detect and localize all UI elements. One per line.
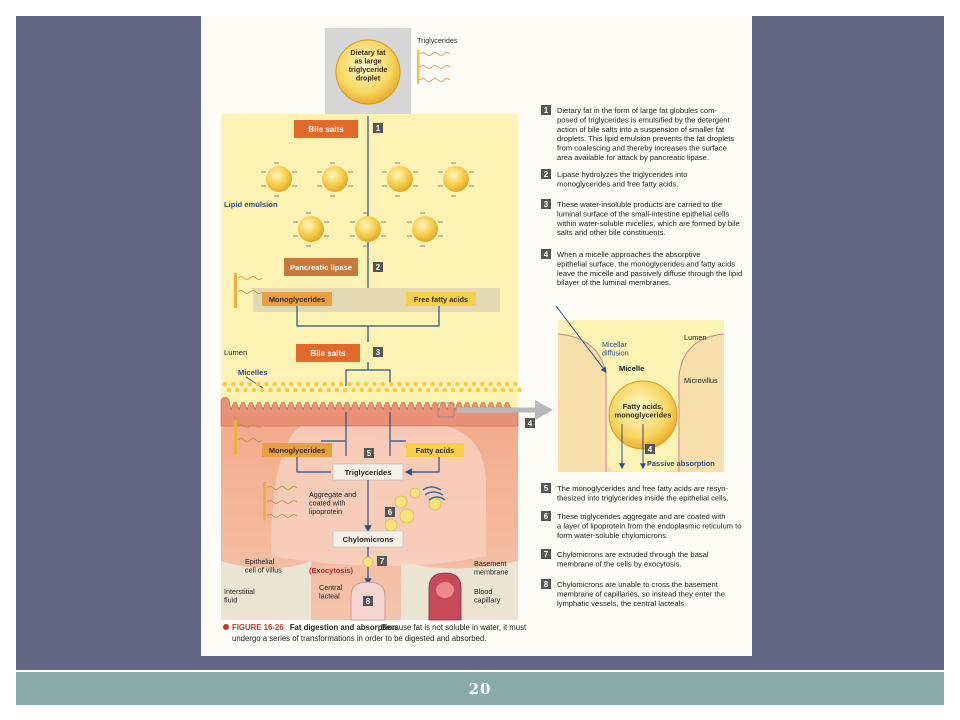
svg-text:8: 8	[366, 597, 371, 606]
lipid-emulsion-label: Lipid emulsion	[224, 200, 278, 209]
chylomicron-particles	[384, 487, 442, 532]
micelles-label: Micelles	[238, 368, 268, 377]
step-text: Chylomicrons are unable to cross the bas…	[557, 580, 725, 608]
step-number: 5	[544, 484, 549, 493]
svg-text:6: 6	[388, 508, 393, 517]
monoglycerides-box	[262, 292, 332, 306]
slide-number: 20	[468, 679, 492, 698]
bile-salts-label-box	[294, 120, 358, 138]
svg-text:1: 1	[376, 124, 381, 133]
triglycerides-label: Triglycerides	[417, 36, 458, 45]
bile-salt-dashes	[261, 162, 474, 247]
bile-salts-label: Bile salts	[308, 125, 344, 134]
passive-absorption-label: Passive absorption	[647, 459, 715, 468]
step-number: 7	[544, 550, 549, 559]
bile-salts-2-box	[296, 344, 360, 362]
step-badge	[541, 199, 551, 209]
free-fatty-acids-box	[406, 292, 476, 306]
svg-text:5: 5	[367, 449, 372, 458]
figure-number: FIGURE 16-26	[232, 623, 284, 632]
step-number: 3	[544, 200, 549, 209]
step-text: Chylomicrons are extruded through the ba…	[557, 550, 709, 568]
svg-text:4: 4	[648, 445, 653, 454]
triglycerides-cell-label: Triglycerides	[345, 468, 392, 477]
microvillus-label: Microvillus	[684, 376, 718, 385]
step-badge	[541, 169, 551, 179]
step-text: The monoglycerides and free fatty acids …	[557, 484, 728, 502]
step-badge	[541, 511, 551, 521]
step-text: These water-insoluble products are carri…	[556, 200, 740, 237]
chylomicrons-label: Chylomicrons	[343, 535, 394, 544]
step-badge	[541, 549, 551, 559]
endoplasmic-reticulum	[422, 486, 446, 501]
step-badge	[541, 483, 551, 493]
step-number: 4	[544, 250, 549, 259]
inset-fatty-acids-label: Fatty acids,monoglycerides	[615, 402, 672, 420]
step-text: When a micelle approaches the absorptive…	[557, 250, 742, 287]
lumen-label: Lumen	[224, 348, 247, 357]
step-text: Dietary fat in the form of large fat glo…	[557, 106, 734, 162]
step-number: 2	[544, 170, 549, 179]
svg-text:4: 4	[528, 419, 533, 428]
step-badge	[541, 579, 551, 589]
villus-cell	[271, 426, 486, 566]
free-fatty-acids-label: Free fatty acids	[414, 295, 468, 304]
lumen-area	[221, 114, 518, 410]
fatty-acids-box	[406, 443, 464, 457]
bile-salts-2-label: Bile salts	[310, 349, 346, 358]
figure-title: Fat digestion and absorption.	[290, 623, 399, 632]
caption-bullet	[223, 624, 229, 630]
figure-caption: FIGURE 16-26 Fat digestion and absorptio…	[232, 623, 399, 632]
svg-text:2: 2	[376, 263, 381, 272]
step-badge	[541, 105, 551, 115]
micelle-dots	[222, 381, 522, 393]
fatty-acids-label: Fatty acids	[416, 446, 455, 455]
caption-text: Because fat is not soluble in water, it …	[232, 623, 527, 643]
monoglycerides-label: Monoglycerides	[269, 295, 325, 304]
slide-footer: 20	[16, 672, 944, 705]
step-number: 1	[544, 106, 549, 115]
inset-lumen-label: Lumen	[684, 333, 707, 342]
monoglycerides-2-label: Monoglycerides	[269, 446, 325, 455]
step-text: Lipase hydrolyzes the triglycerides into…	[557, 170, 687, 188]
monoglycerides-2-box	[262, 443, 332, 457]
step-text: These triglycerides aggregate and are co…	[557, 512, 741, 540]
pancreatic-lipase-label: Pancreatic lipase	[290, 263, 352, 272]
microvilli-border	[220, 396, 519, 427]
svg-text:7: 7	[380, 557, 385, 566]
step-descriptions: 1 Dietary fat in the form of large fat gl…	[541, 105, 742, 608]
svg-text:3: 3	[376, 348, 381, 357]
lipid-emulsion-droplets	[266, 166, 469, 242]
interstitial-region	[221, 561, 311, 620]
inset-micelle-label: Micelle	[619, 364, 644, 373]
exocytosis-label: (Exocytosis)	[309, 566, 353, 575]
step-number: 8	[544, 580, 549, 589]
step-number: 6	[544, 512, 549, 521]
dietary-fat-droplet	[335, 39, 401, 105]
pancreatic-lipase-box	[284, 258, 358, 276]
step-badge	[541, 249, 551, 259]
triglyceride-structures	[417, 50, 451, 84]
